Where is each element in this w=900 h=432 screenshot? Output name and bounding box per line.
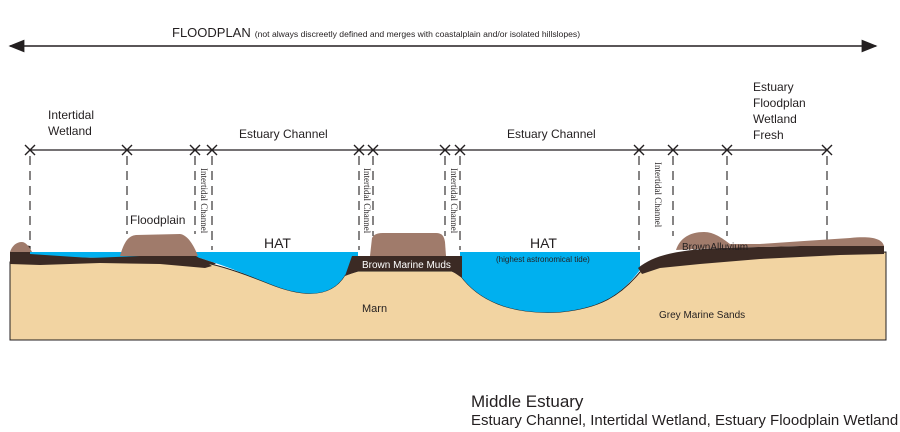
intertidal-channel-label-4: Intertidal Channel	[653, 162, 663, 228]
brown-marine-muds-label: Brown Marine Muds	[362, 260, 451, 271]
caption-title: Middle Estuary	[471, 392, 584, 411]
zone-label-estuary-channel-right: Estuary Channel	[507, 127, 596, 141]
mud-layer-middle	[345, 256, 462, 278]
brown-alluvium-mound-right	[676, 232, 884, 250]
grey-marine-sands-label: Grey Marine Sands	[659, 310, 745, 321]
intertidal-channel-label-2: Intertidal Channel	[362, 168, 372, 234]
water-hat-right	[460, 252, 640, 313]
brown-alluvium-label: BrownAlluvium	[682, 242, 748, 253]
caption-subtitle: Estuary Channel, Intertidal Wetland, Est…	[471, 412, 899, 429]
zone-label-estuary-floodplain-wetland: Estuary Floodplan Wetland Fresh	[753, 80, 809, 142]
intertidal-channel-label-1: Intertidal Channel	[199, 168, 209, 234]
hat-note-label: (highest astronomical tide)	[496, 255, 590, 264]
hat-label-right: HAT	[530, 235, 557, 251]
floodplan-title: FLOODPLAN(not always discreetly defined …	[172, 25, 580, 40]
water-hat-left	[30, 252, 358, 294]
zone-boundary-markers	[24, 144, 833, 156]
marn-label: Marn	[362, 303, 387, 315]
intertidal-channel-label-3: Intertidal Channel	[449, 168, 459, 234]
floodplain-mound	[120, 234, 198, 256]
mud-layer-right	[638, 246, 884, 274]
floodplain-label: Floodplain	[130, 213, 185, 227]
left-bank-mound	[10, 242, 32, 252]
brown-alluvium-mound-middle	[370, 233, 446, 256]
zone-label-intertidal-wetland: Intertidal Wetland	[48, 108, 97, 138]
zone-label-estuary-channel-left: Estuary Channel	[239, 127, 328, 141]
zone-dashed-lines	[29, 156, 828, 250]
diagram-caption: Middle Estuary Estuary Channel, Intertid…	[471, 392, 898, 430]
hat-label-left: HAT	[264, 235, 291, 251]
